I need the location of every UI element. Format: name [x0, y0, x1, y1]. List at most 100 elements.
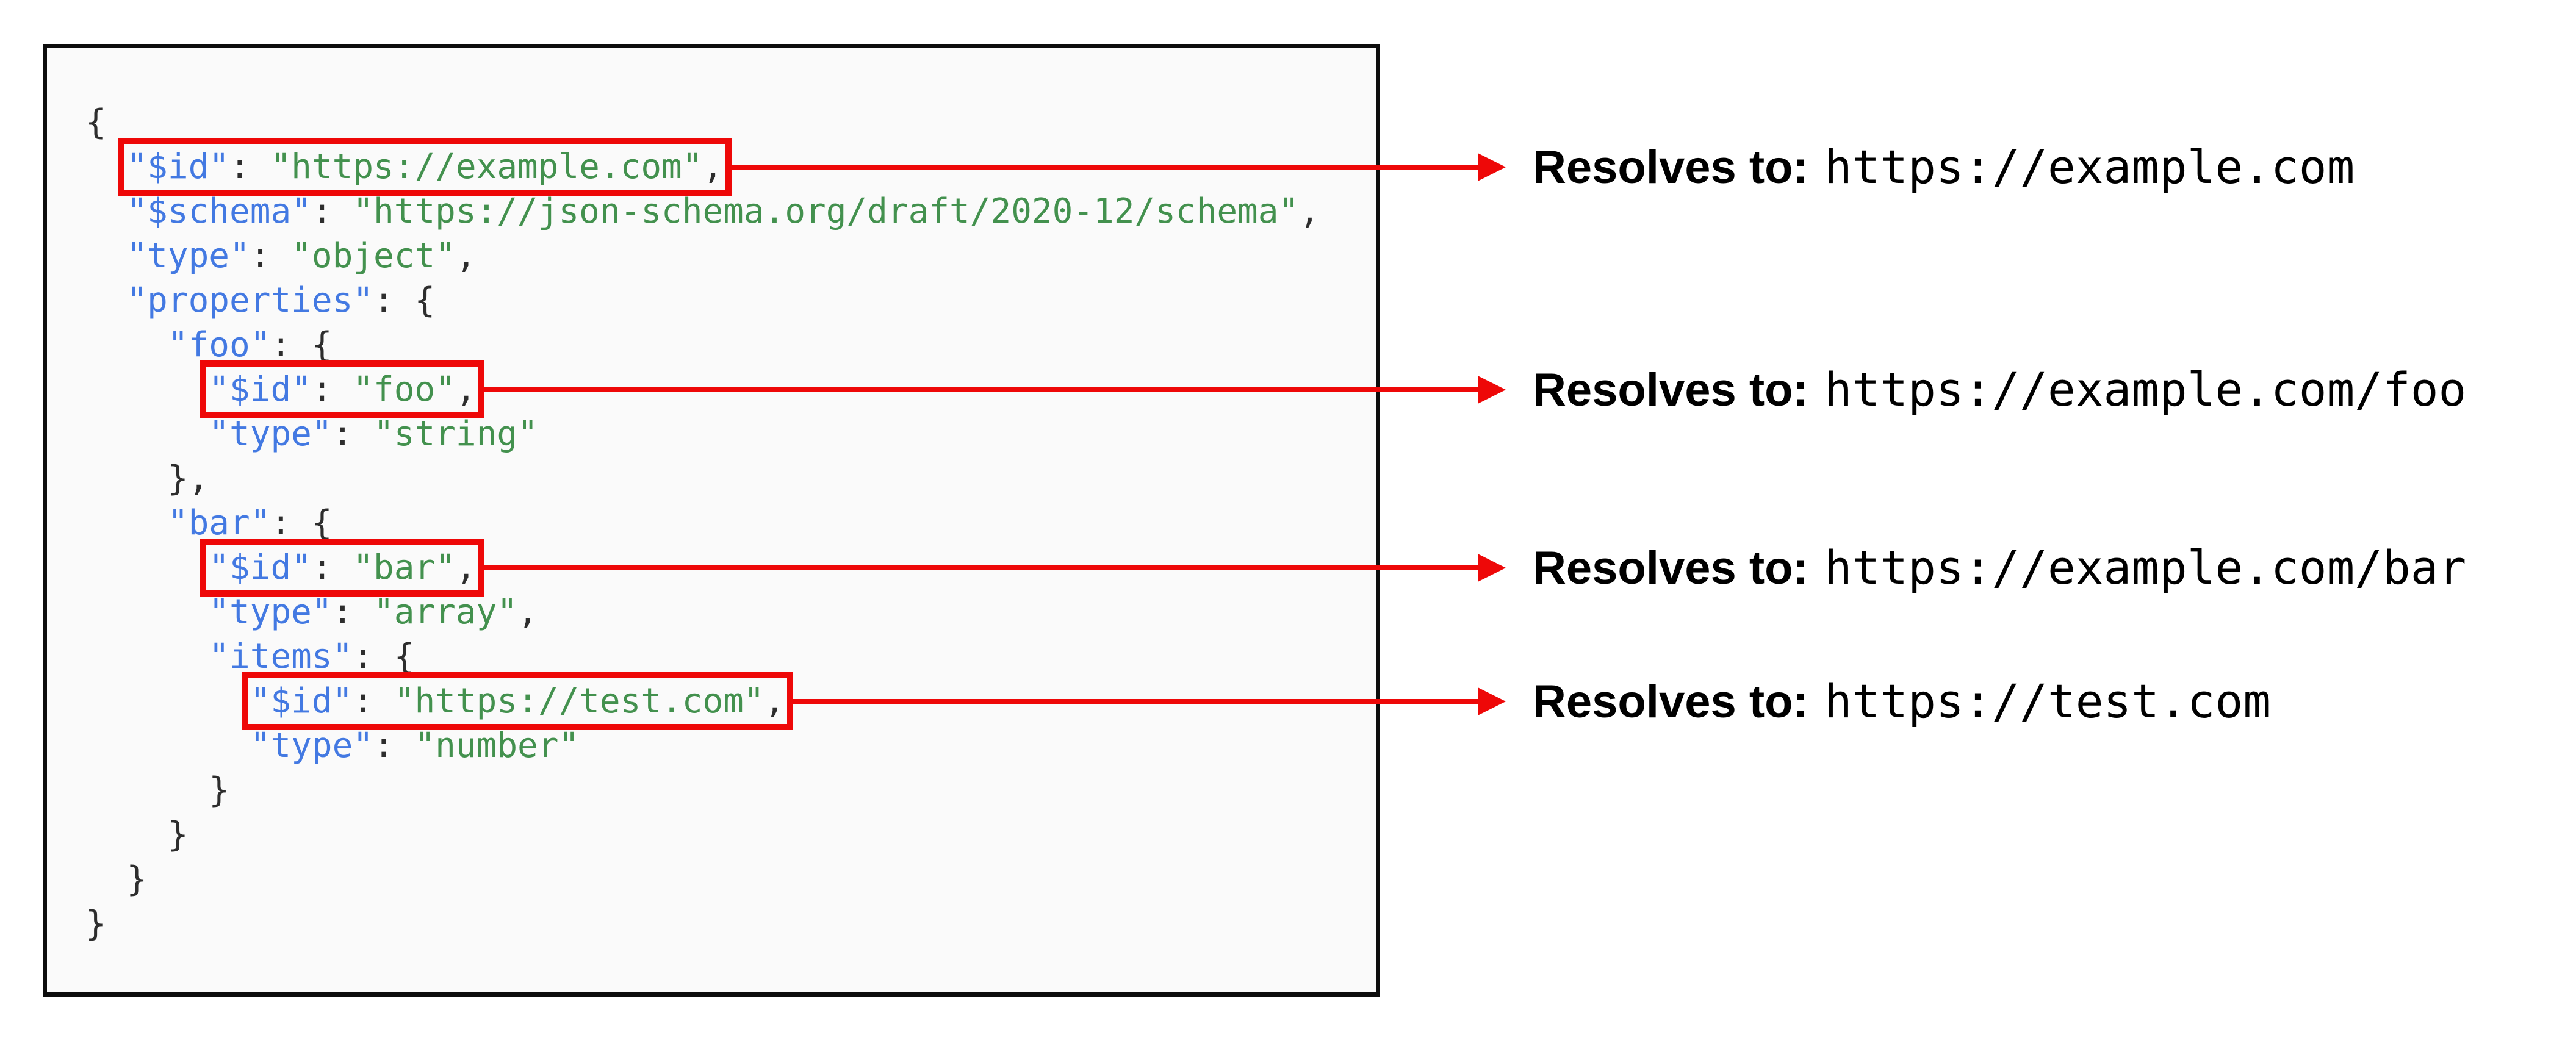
code-token: , — [455, 370, 477, 409]
resolves-label: Resolves to: — [1533, 364, 1808, 416]
code-token: : — [270, 503, 312, 543]
resolved-url: https://example.com — [1824, 139, 2355, 194]
code-token — [85, 548, 209, 587]
code-token: , — [764, 681, 785, 721]
code-token: "https://test.com" — [394, 681, 765, 721]
code-token: : — [311, 548, 353, 587]
code-token: : — [353, 681, 394, 721]
resolves-annotation: Resolves to: https://example.com/bar — [1533, 539, 2466, 611]
code-token — [85, 503, 168, 543]
code-token: "properties" — [126, 281, 374, 320]
code-token: : — [353, 637, 394, 676]
code-token: "https://json-schema.org/draft/2020-12/s… — [353, 192, 1300, 231]
code-token: "bar" — [167, 503, 271, 543]
code-token — [85, 726, 250, 765]
code-token: , — [517, 592, 538, 632]
resolves-annotation: Resolves to: https://test.com — [1533, 672, 2271, 744]
code-token: : — [250, 236, 292, 276]
code-line: "bar": { — [85, 501, 1320, 545]
code-token: : — [311, 370, 353, 409]
json-code-block: { "$id": "https://example.com", "$schema… — [85, 100, 1320, 946]
resolves-label: Resolves to: — [1533, 675, 1808, 728]
code-token: "foo" — [167, 325, 271, 365]
code-token: "type" — [250, 726, 374, 765]
code-token — [85, 192, 126, 231]
code-token: { — [311, 325, 333, 365]
code-token: { — [85, 102, 106, 142]
id-highlight-box — [118, 138, 732, 196]
code-token: "$id" — [209, 370, 312, 409]
code-token: , — [1299, 192, 1320, 231]
code-line: "type": "string" — [85, 412, 1320, 456]
code-line: }, — [85, 456, 1320, 501]
code-line: } — [85, 901, 1320, 946]
id-highlight-box — [200, 539, 485, 597]
code-line: } — [85, 812, 1320, 857]
code-token — [85, 370, 209, 409]
code-token: "type" — [126, 236, 250, 276]
code-line: "$id": "https://example.com", — [85, 145, 1320, 189]
arrow-connector — [483, 565, 1479, 570]
resolved-url: https://test.com — [1824, 673, 2272, 728]
json-schema-code-panel: { "$id": "https://example.com", "$schema… — [43, 44, 1380, 997]
code-token: : — [373, 726, 415, 765]
code-token: "items" — [209, 637, 353, 676]
code-token: "$id" — [126, 147, 230, 187]
code-token: : — [229, 147, 271, 187]
code-line: "type": "number" — [85, 723, 1320, 768]
code-line: "type": "array", — [85, 590, 1320, 634]
code-token — [85, 592, 209, 632]
code-line: { — [85, 100, 1320, 145]
code-token: "bar" — [353, 548, 456, 587]
code-token — [85, 681, 250, 721]
arrow-head-icon — [1478, 375, 1506, 404]
code-token: "number" — [414, 726, 580, 765]
arrow-connector — [792, 698, 1479, 704]
code-token: "type" — [209, 414, 333, 454]
code-token: }, — [85, 459, 209, 498]
code-line: } — [85, 768, 1320, 812]
code-token: } — [85, 815, 189, 855]
code-token — [85, 325, 168, 365]
code-token: , — [702, 147, 724, 187]
resolves-label: Resolves to: — [1533, 542, 1808, 594]
arrow-head-icon — [1478, 152, 1506, 181]
arrow-connector — [483, 387, 1479, 392]
code-token: "$schema" — [126, 192, 312, 231]
code-token — [85, 236, 126, 276]
code-token: } — [85, 770, 230, 810]
resolved-url: https://example.com/bar — [1824, 540, 2467, 595]
code-line: "$schema": "https://json-schema.org/draf… — [85, 189, 1320, 234]
code-token: , — [455, 548, 477, 587]
code-line: "items": { — [85, 634, 1320, 679]
code-line: "$id": "foo", — [85, 367, 1320, 412]
code-token: "type" — [209, 592, 333, 632]
code-token: "https://example.com" — [270, 147, 703, 187]
resolved-url: https://example.com/foo — [1824, 362, 2467, 417]
code-line: } — [85, 857, 1320, 901]
code-token: "object" — [291, 236, 456, 276]
id-highlight-box — [241, 672, 794, 730]
arrow-head-icon — [1478, 553, 1506, 582]
code-token: { — [311, 503, 333, 543]
code-line: "foo": { — [85, 323, 1320, 367]
code-token: : — [270, 325, 312, 365]
code-token: } — [85, 904, 106, 944]
code-token: : — [332, 592, 374, 632]
arrow-connector — [730, 164, 1479, 170]
code-line: "type": "object", — [85, 234, 1320, 278]
code-line: "$id": "bar", — [85, 545, 1320, 590]
id-highlight-box — [200, 360, 485, 418]
code-token: { — [414, 281, 436, 320]
code-token — [85, 281, 126, 320]
code-token: , — [455, 236, 477, 276]
resolves-annotation: Resolves to: https://example.com/foo — [1533, 360, 2466, 432]
arrow-head-icon — [1478, 687, 1506, 715]
code-line: "$id": "https://test.com", — [85, 679, 1320, 723]
code-token: "string" — [373, 414, 538, 454]
code-token: : — [311, 192, 353, 231]
resolves-label: Resolves to: — [1533, 141, 1808, 193]
code-line: "properties": { — [85, 278, 1320, 323]
code-token: : — [373, 281, 415, 320]
